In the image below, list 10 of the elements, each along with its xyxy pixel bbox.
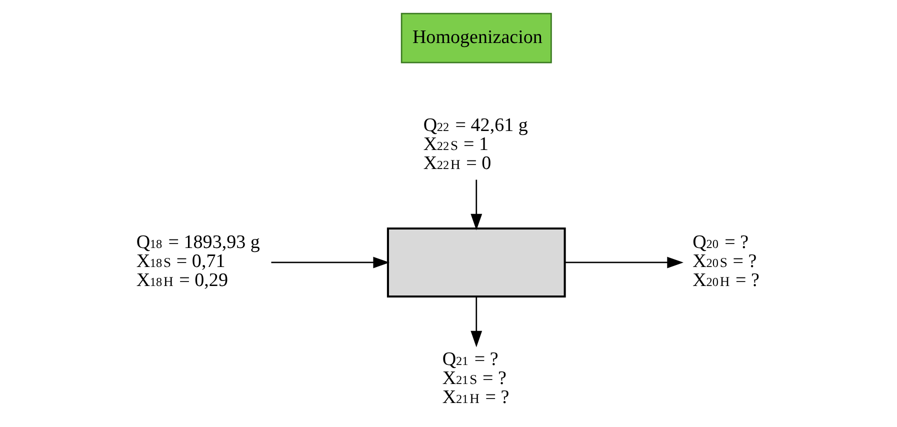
node-text: Q18 = 1893,93 g X18S = 0,71 X18H = 0,29 xyxy=(136,232,260,291)
node-text: Q22 = 42,61 g X22S = 1 X22H = 0 xyxy=(423,114,528,174)
arrow xyxy=(470,180,482,230)
arrow xyxy=(565,256,684,268)
node-text: Q20 = ? X20S = ? X20H = ? xyxy=(692,232,760,291)
arrow xyxy=(470,296,482,348)
node-text: Q21 = ? X21S = ? X21H = ? xyxy=(442,348,510,408)
node-box xyxy=(386,227,566,298)
arrow xyxy=(271,256,390,268)
node-box: Homogenizacion xyxy=(400,12,552,64)
